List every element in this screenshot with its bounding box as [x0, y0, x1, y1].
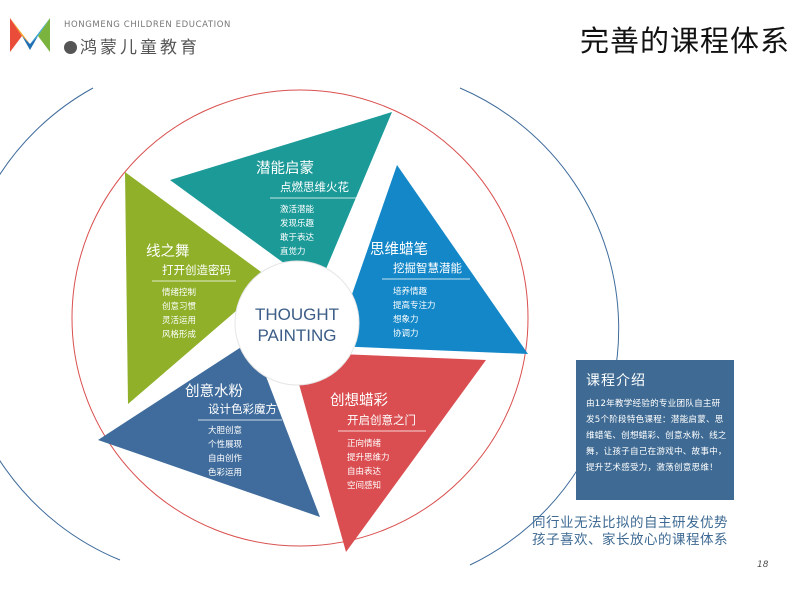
course-circle [71, 89, 529, 547]
petal-1-item-1: 激活潜能 [280, 204, 315, 215]
petal-4-item-1: 大胆创意 [208, 425, 242, 436]
petal-shape-4 [98, 340, 320, 517]
petal-2-item-4: 协调力 [393, 328, 419, 339]
slogan-line-1: 同行业无法比拟的自主研发优势 [532, 515, 728, 531]
petal-shape-5 [125, 172, 272, 404]
petal-4-title: 创意水粉 [185, 382, 243, 400]
course-intro-body: 由12年教学经验的专业团队自主研发5个阶段特色课程：潜能启蒙、思维蜡笔、创想蜡彩… [586, 399, 727, 473]
outer-arc-left [0, 87, 121, 561]
brand-dot-icon [64, 41, 77, 54]
brand-name-cn-text: 鸿蒙儿童教育 [80, 38, 200, 58]
slogan: 同行业无法比拟的自主研发优势 孩子喜欢、家长放心的课程体系 [532, 515, 728, 549]
petal-5-labels: 线之舞 打开创造密码 情绪控制 创意习惯 灵活运用 风格形成 [146, 243, 236, 340]
petal-5-title: 线之舞 [146, 243, 190, 260]
center-line-2: PAINTING [257, 326, 336, 345]
petal-1-item-2: 发现乐趣 [280, 218, 315, 229]
center-circle [234, 260, 360, 386]
petal-1-title: 潜能启蒙 [256, 160, 314, 177]
petal-4-subtitle: 设计色彩魔方 [208, 402, 277, 416]
petal-1-item-3: 敢于表达 [280, 232, 315, 243]
course-intro-box: 课程介绍 由12年教学经验的专业团队自主研发5个阶段特色课程：潜能启蒙、思维蜡笔… [576, 360, 734, 500]
brand-name-en: HONGMENG CHILDREN EDUCATION [64, 20, 232, 30]
slogan-line-2: 孩子喜欢、家长放心的课程体系 [532, 532, 728, 548]
petal-2-labels: 思维蜡笔 挖掘智慧潜能 培养情趣 提高专注力 想象力 协调力 [370, 241, 470, 339]
petal-2-item-1: 培养情趣 [393, 286, 428, 297]
petal-3-subtitle: 开启创意之门 [347, 413, 416, 427]
petal-shape-1 [170, 112, 392, 288]
page-title: 完善的课程体系 [579, 24, 790, 58]
petal-3-labels: 创想蜡彩 开启创意之门 正向情绪 提升思维力 自由表达 空间感知 [330, 392, 426, 491]
page-number: 18 [757, 560, 769, 570]
petal-1-subtitle: 点燃思维火花 [280, 180, 349, 194]
petal-2-item-2: 提高专注力 [393, 300, 436, 311]
petal-4-item-4: 色彩运用 [208, 467, 242, 478]
petal-5-item-4: 风格形成 [162, 329, 197, 340]
brand-logo-icon [10, 18, 50, 52]
outer-arc-right [459, 87, 620, 566]
petal-3-title: 创想蜡彩 [330, 392, 388, 409]
petal-1-labels: 潜能启蒙 点燃思维火花 激活潜能 发现乐趣 敢于表达 直觉力 [256, 160, 360, 257]
center-line-1: THOUGHT [255, 305, 339, 324]
petal-4-item-3: 自由创作 [208, 453, 243, 464]
course-intro-title: 课程介绍 [586, 373, 646, 389]
petal-5-item-3: 灵活运用 [162, 315, 196, 326]
petal-3-item-2: 提升思维力 [347, 452, 390, 463]
petal-2-item-3: 想象力 [393, 314, 419, 325]
petal-5-subtitle: 打开创造密码 [162, 263, 231, 277]
petal-5-item-1: 情绪控制 [162, 287, 196, 298]
petal-2-subtitle: 挖掘智慧潜能 [393, 261, 462, 275]
petal-3-item-3: 自由表达 [347, 466, 382, 477]
petal-5-item-2: 创意习惯 [162, 301, 197, 312]
petal-3-item-1: 正向情绪 [347, 438, 382, 449]
petal-3-item-4: 空间感知 [347, 480, 381, 491]
petal-4-item-2: 个性展现 [208, 439, 243, 450]
petal-shape-3 [290, 352, 486, 552]
petal-1-item-4: 直觉力 [280, 246, 306, 257]
brand-name-cn: 鸿蒙儿童教育 [64, 33, 200, 58]
petal-4-labels: 创意水粉 设计色彩魔方 大胆创意 个性展现 自由创作 色彩运用 [185, 382, 282, 478]
petal-2-title: 思维蜡笔 [370, 241, 428, 258]
petal-shape-2 [334, 165, 528, 354]
